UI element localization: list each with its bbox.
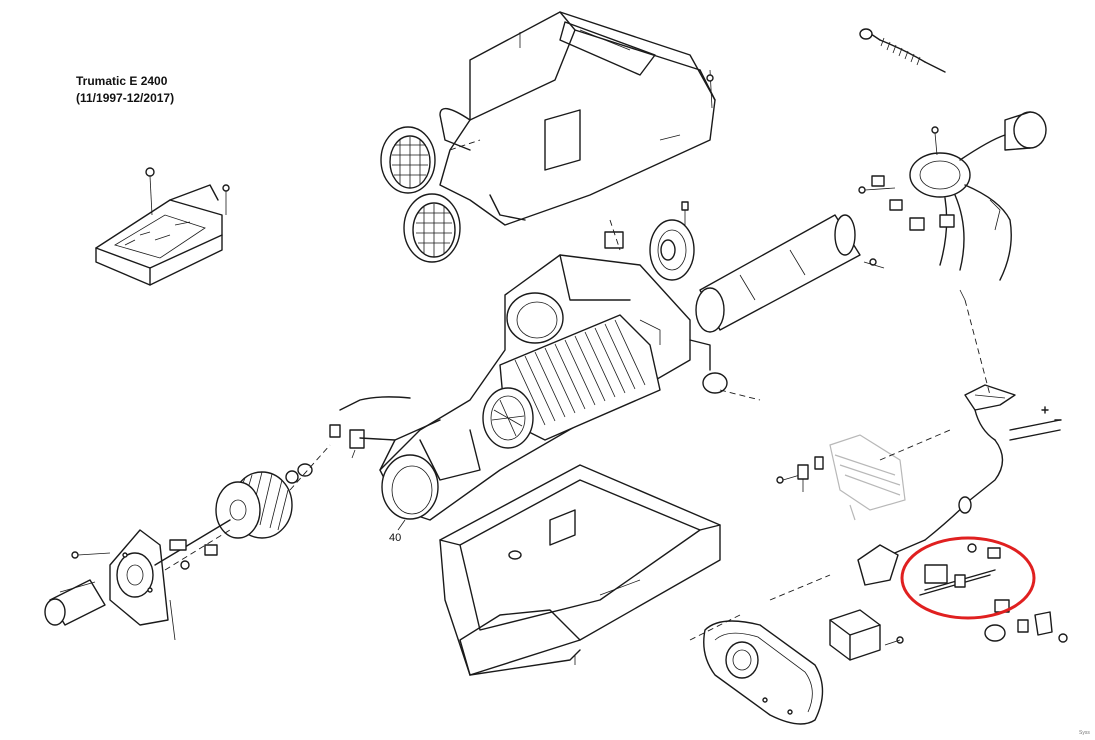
part-number-label: 40 [389, 532, 402, 544]
motor-bracket [71, 519, 231, 641]
title-date-range: (11/1997-12/2017) [76, 91, 175, 105]
ignition-module [829, 609, 904, 661]
control-board-box [95, 167, 230, 286]
highlight-ellipse [900, 536, 1036, 620]
wiring-harness [889, 384, 1061, 556]
footer-mark: Syss [1079, 730, 1090, 736]
fan-motor [44, 579, 106, 626]
burner-head [858, 111, 1047, 301]
exhaust-flex-hose [859, 28, 946, 73]
diagram-title: Trumatic E 2400 (11/1997-12/2017) [76, 73, 174, 107]
burner-plate [703, 620, 824, 725]
air-grille-lower [403, 193, 461, 263]
housing-bottom-tray [439, 464, 721, 676]
air-grille-upper [380, 126, 436, 194]
small-hardware [776, 456, 824, 492]
title-model: Trumatic E 2400 [76, 74, 168, 88]
faded-bracket-assembly [829, 434, 906, 521]
heat-exchanger [482, 314, 661, 449]
exhaust-pipe [695, 214, 885, 333]
alignment-lines [164, 139, 991, 641]
fuel-pump-assembly [857, 543, 1068, 643]
sensor-bracket [329, 396, 411, 459]
fan-wheel [215, 463, 313, 539]
gear-wheel [649, 201, 695, 281]
polarity-marks [1041, 406, 1062, 421]
housing-top-cover [439, 11, 716, 226]
